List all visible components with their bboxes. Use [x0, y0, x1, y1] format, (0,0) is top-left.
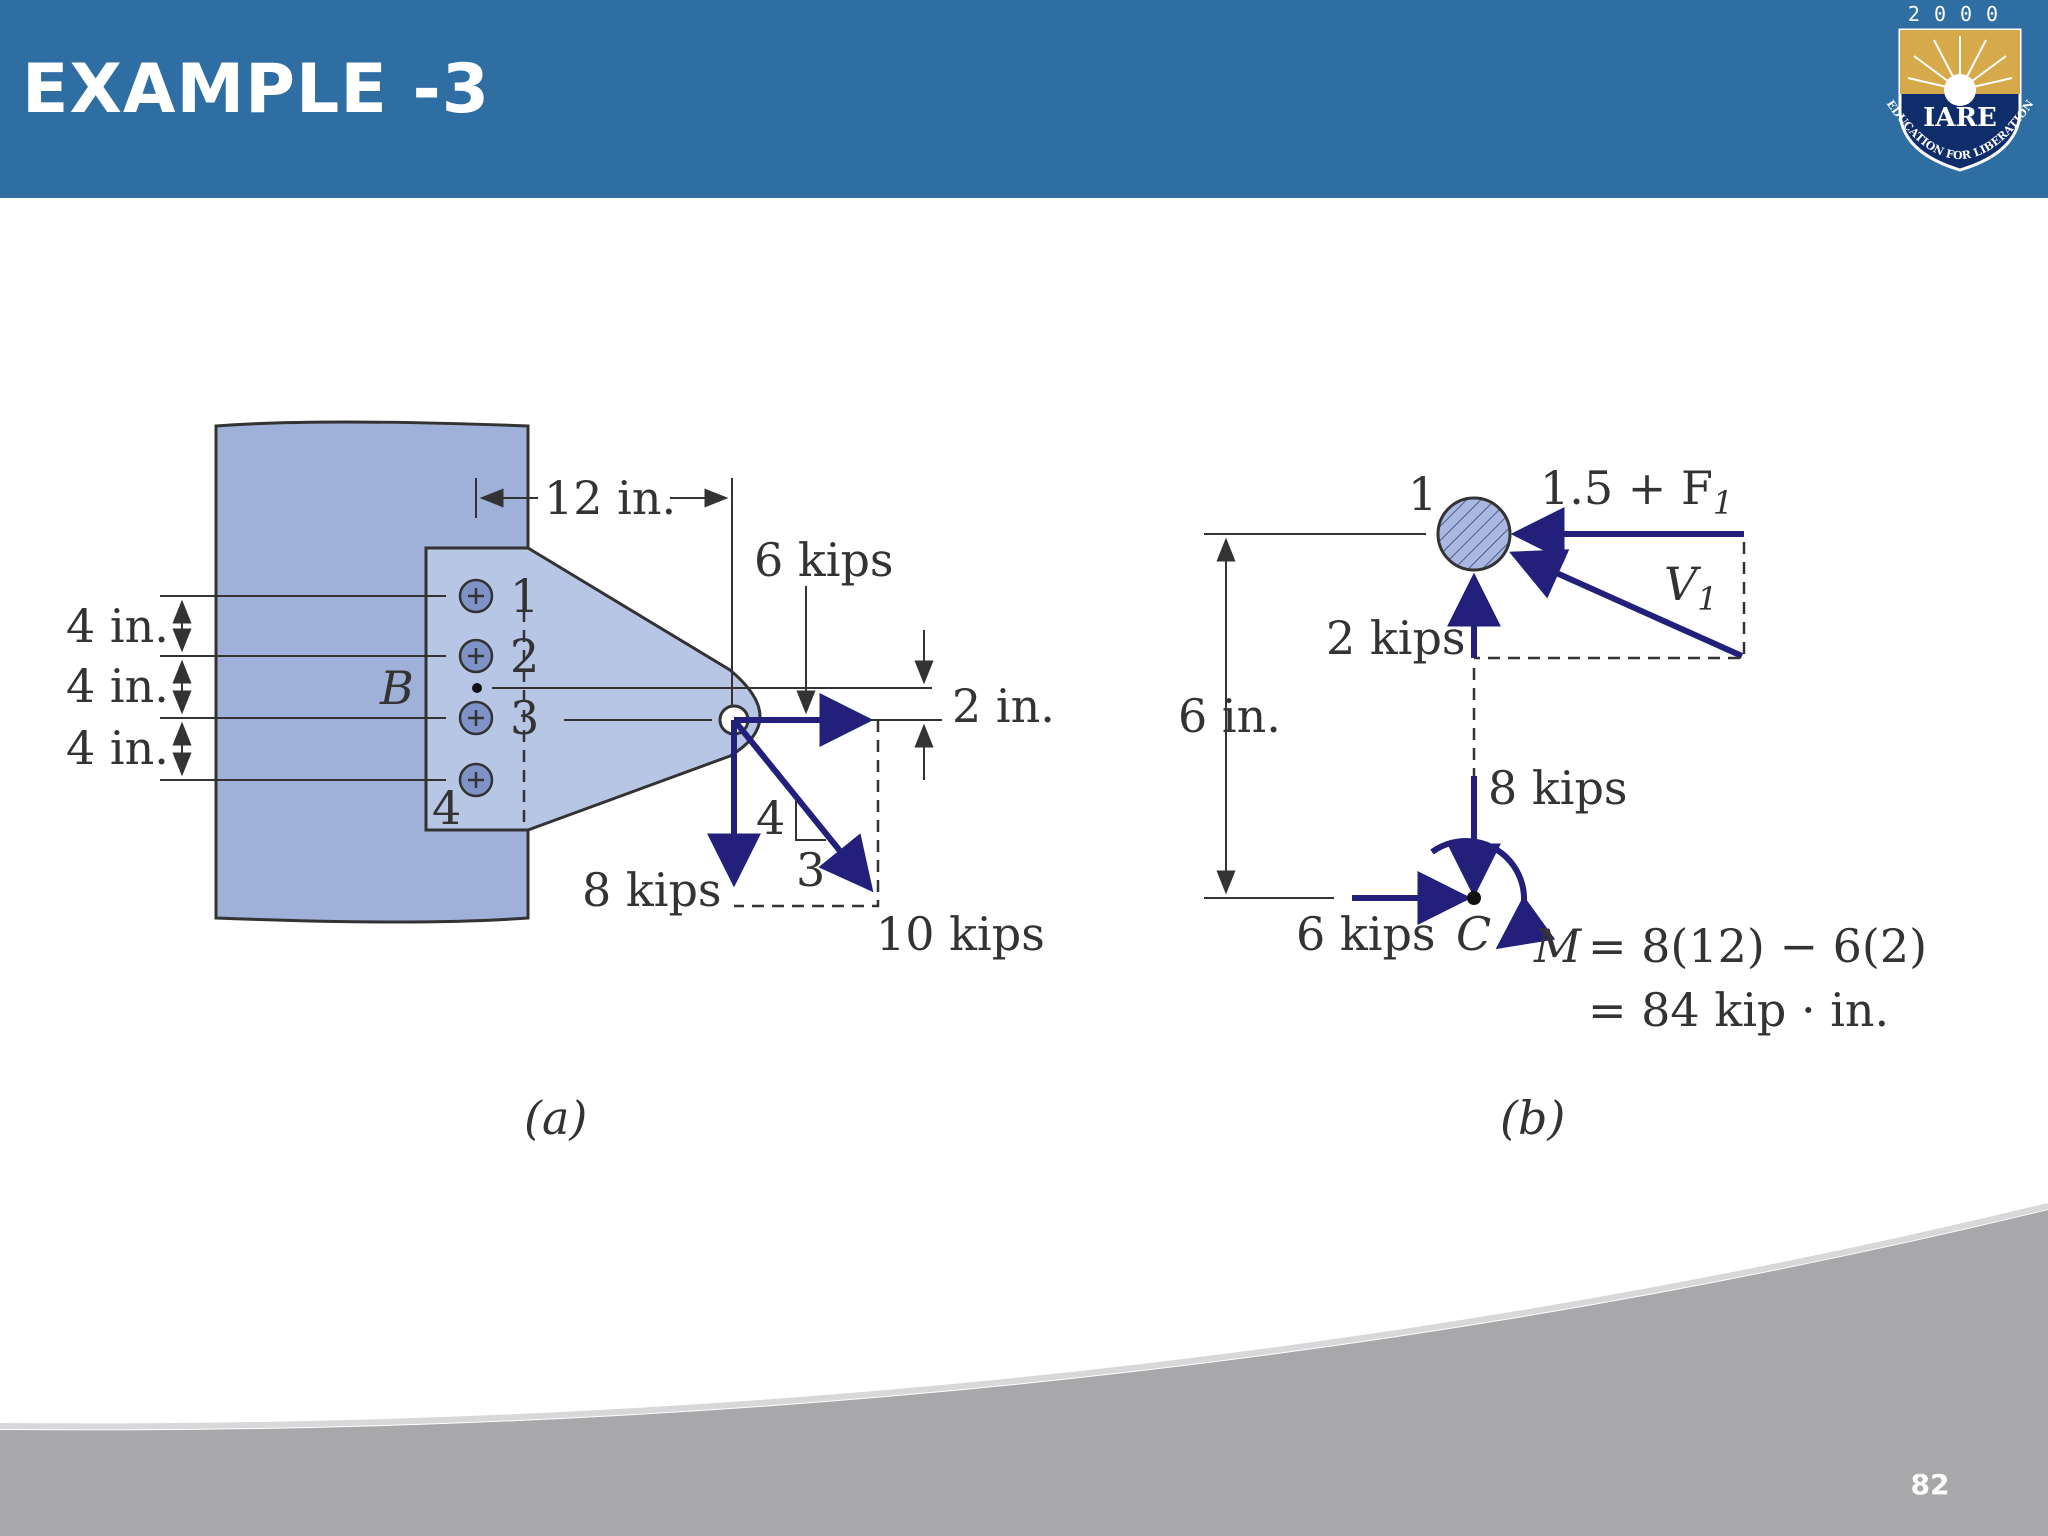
- moment-symbol: M: [1533, 919, 1583, 973]
- bolt-label-4: 4: [432, 781, 461, 835]
- logo-name: IARE: [1923, 103, 1997, 133]
- centroid-label: B: [379, 661, 414, 715]
- dim-6-label: 6 in.: [1178, 689, 1281, 743]
- dim-2-label: 2 in.: [952, 679, 1055, 733]
- vertical-component-label: 8 kips: [582, 863, 722, 917]
- spacing-label-3: 4 in.: [66, 721, 169, 775]
- engineering-figure: 1 2 3 4 B 4 in. 4 in. 4 in. 12 in. 6 kip…: [66, 420, 1927, 1145]
- figure-a: 1 2 3 4 B 4 in. 4 in. 4 in. 12 in. 6 kip…: [66, 420, 1055, 1145]
- shear-force-label: V1: [1664, 557, 1718, 618]
- centroid-dot: [472, 683, 482, 693]
- page-number: 82: [1910, 1468, 1950, 1501]
- dim-12-label: 12 in.: [544, 471, 676, 525]
- logo-year: 2000: [1907, 2, 2013, 26]
- point-c-label: C: [1456, 907, 1491, 961]
- shear-force-arrow: [1509, 549, 1744, 659]
- bolt-1-label: 1: [1408, 467, 1437, 521]
- caption-a: (a): [524, 1091, 587, 1145]
- moment-equation: = 8(12) − 6(2): [1588, 919, 1927, 973]
- bolt-group: [458, 578, 494, 798]
- spacing-label-1: 4 in.: [66, 599, 169, 653]
- vertical-load-label: 8 kips: [1488, 761, 1628, 815]
- figure-b: 1 1.5 + F1 V1 2 kips 6 in. 8 kips 6 kips…: [1178, 461, 1927, 1145]
- moment-result: = 84 kip · in.: [1588, 983, 1889, 1037]
- moment-arrow: [1430, 838, 1556, 950]
- slide-title: EXAMPLE -3: [22, 50, 491, 129]
- bolt-1-hatched: [1436, 496, 1512, 572]
- load-label: 6 kips: [754, 533, 894, 587]
- horizontal-load-label: 6 kips: [1296, 907, 1436, 961]
- slide-header: EXAMPLE -3: [0, 0, 2048, 198]
- iare-logo: IARE EDUCATION FOR LIBERATION: [1884, 28, 2036, 172]
- footer-wave: [0, 1203, 2048, 1536]
- vertical-bolt-force-label: 2 kips: [1326, 611, 1466, 665]
- point-c: [1467, 891, 1481, 905]
- slope-rise-label: 4: [756, 791, 785, 845]
- resultant-arrow: [731, 718, 874, 893]
- resultant-label: 10 kips: [876, 907, 1045, 961]
- caption-b: (b): [1500, 1091, 1565, 1145]
- spacing-label-2: 4 in.: [66, 659, 169, 713]
- slope-run-label: 3: [796, 843, 825, 897]
- horizontal-force-label: 1.5 + F1: [1540, 461, 1733, 522]
